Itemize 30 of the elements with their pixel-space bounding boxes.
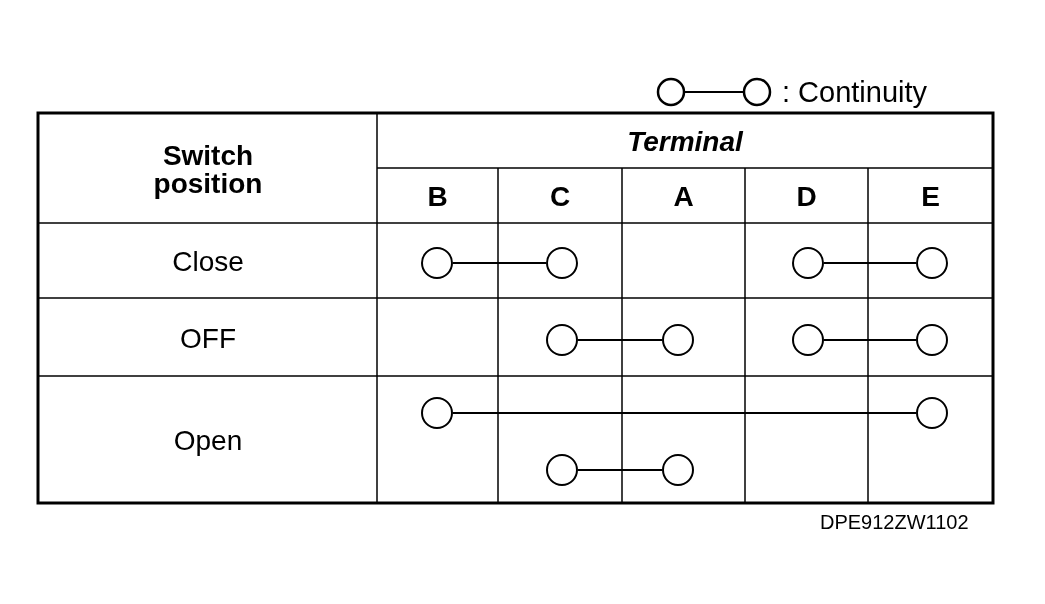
circle-terminal bbox=[792, 247, 824, 279]
circle-terminal bbox=[916, 324, 948, 356]
column-header: B bbox=[427, 183, 448, 211]
circle-terminal bbox=[916, 247, 948, 279]
continuity-line bbox=[452, 262, 547, 264]
continuity-line bbox=[577, 339, 663, 341]
legend-text: : Continuity bbox=[782, 77, 928, 107]
circle-terminal bbox=[662, 324, 694, 356]
column-header: D bbox=[796, 183, 817, 211]
circle-terminal bbox=[792, 324, 824, 356]
circle-terminal bbox=[916, 397, 948, 429]
continuity-line bbox=[577, 469, 663, 471]
circle-terminal bbox=[421, 397, 453, 429]
column-header: C bbox=[549, 183, 571, 211]
figure-code: DPE912ZW1102 bbox=[820, 512, 969, 532]
circle-terminal bbox=[546, 454, 578, 486]
header-text: Terminal bbox=[627, 128, 743, 156]
row-header: Open bbox=[173, 427, 243, 455]
continuity-line bbox=[823, 339, 917, 341]
header-text: Switch position bbox=[152, 142, 264, 198]
column-header: E bbox=[921, 183, 940, 211]
circle-terminal bbox=[546, 324, 578, 356]
circle-terminal bbox=[421, 247, 453, 279]
continuity-line bbox=[823, 262, 917, 264]
circle-terminal bbox=[546, 247, 578, 279]
row-header: OFF bbox=[180, 325, 236, 353]
continuity-line bbox=[452, 412, 917, 414]
column-header: A bbox=[673, 183, 694, 211]
circle-terminal bbox=[662, 454, 694, 486]
row-header: Close bbox=[172, 248, 244, 276]
